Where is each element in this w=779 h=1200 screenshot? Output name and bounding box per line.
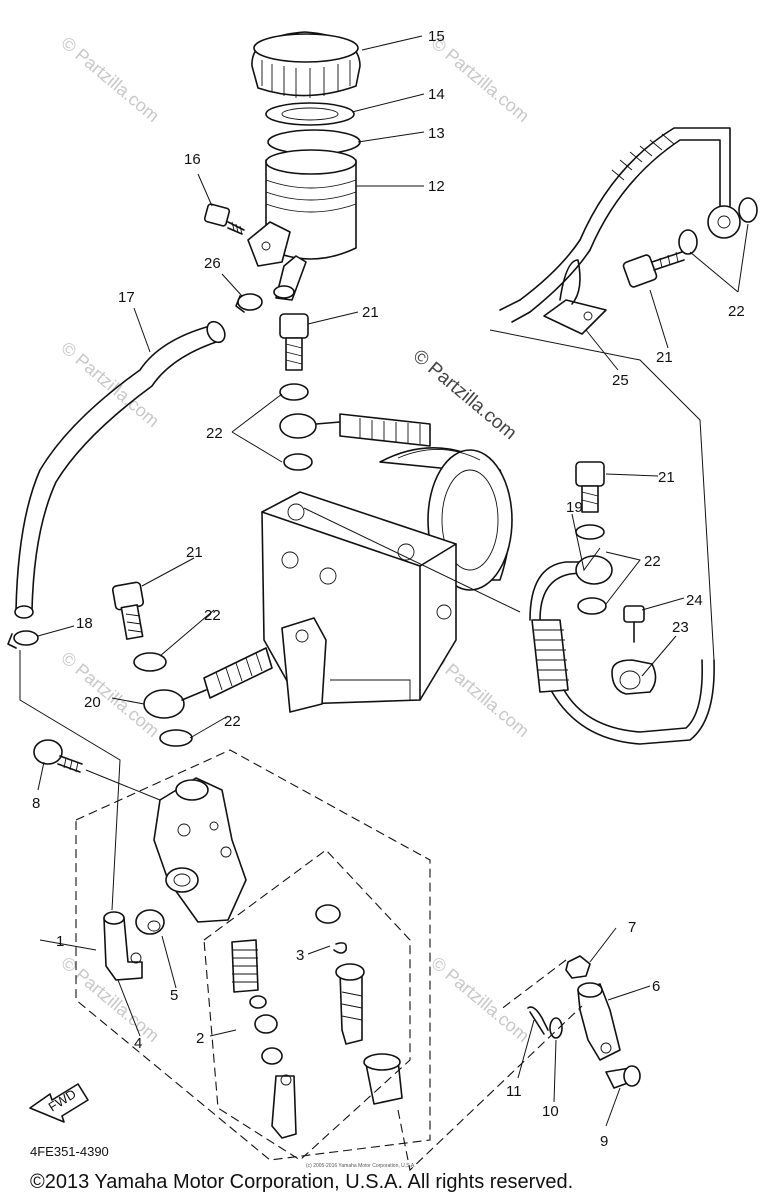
- master-cylinder: [153, 777, 247, 923]
- callout-17: 17: [118, 289, 135, 306]
- bolt-16: [203, 203, 245, 235]
- callout-22: 22: [224, 713, 241, 730]
- bolt-24: [623, 605, 645, 643]
- callout-3: 3: [296, 947, 304, 964]
- group-outline-conn: [397, 959, 583, 1172]
- fwd-arrow: FWD: [29, 1083, 89, 1123]
- callout-22: 22: [644, 553, 661, 570]
- callout-16: 16: [184, 151, 201, 168]
- callout-7: 7: [628, 919, 636, 936]
- hydraulic-unit: [261, 447, 513, 713]
- callout-2: 2: [196, 1030, 204, 1047]
- group-outline-2: [203, 849, 411, 1161]
- callout-11: 11: [506, 1083, 522, 1100]
- cotter-pin-11: [527, 1006, 549, 1035]
- callout-18: 18: [76, 615, 93, 632]
- watermark-faint: © Partzilla.com: [427, 33, 533, 126]
- callout-21: 21: [362, 304, 379, 321]
- callout-24: 24: [686, 592, 703, 609]
- clamp-18: [7, 630, 39, 649]
- watermark-faint: © Partzilla.com: [427, 953, 533, 1046]
- elbow-fitting-4: [103, 911, 143, 981]
- hose-17: [14, 320, 226, 619]
- bolt-21-left: [111, 581, 145, 640]
- callout-19: 19: [566, 499, 583, 516]
- callout-5: 5: [170, 987, 178, 1004]
- callout-15: 15: [428, 28, 445, 45]
- bolt-21-right: [575, 461, 605, 513]
- callout-22: 22: [728, 303, 745, 320]
- callout-22: 22: [206, 425, 223, 442]
- callout-numbers: 15 14 13 12 16 26 17 21 22 21 22 20 22 1…: [32, 28, 745, 1150]
- banjo-fitting-20: [133, 647, 273, 747]
- piston-kit: [231, 904, 403, 1139]
- group-outline-1: [75, 749, 431, 1161]
- callout-21: 21: [658, 469, 675, 486]
- cap-5: [135, 909, 165, 935]
- callout-8: 8: [32, 795, 40, 812]
- watermark-faint: © Partzilla.com: [57, 338, 163, 431]
- clamp-26: [235, 293, 263, 313]
- callout-23: 23: [672, 619, 689, 636]
- leader-lines: [19, 35, 749, 1127]
- nut-7: [565, 955, 591, 979]
- callout-1: 1: [56, 933, 64, 950]
- callout-14: 14: [428, 86, 445, 103]
- callout-10: 10: [542, 1103, 559, 1120]
- callout-9: 9: [600, 1133, 608, 1150]
- callout-22: 22: [204, 607, 221, 624]
- diagram-code: 4FE351-4390: [30, 1144, 109, 1159]
- reservoir-assembly: [247, 31, 361, 301]
- clevis-6: [577, 982, 621, 1061]
- copyright-notice: ©2013 Yamaha Motor Corporation, U.S.A. A…: [30, 1171, 573, 1193]
- pin-9: [605, 1065, 641, 1089]
- brake-hose-lower: [489, 329, 715, 745]
- watermark-faint: © Partzilla.com: [57, 33, 163, 126]
- callout-13: 13: [428, 125, 445, 142]
- callout-21: 21: [656, 349, 673, 366]
- callout-12: 12: [428, 178, 445, 195]
- callout-4: 4: [134, 1035, 142, 1052]
- fine-print: (c) 2005-2016 Yamaha Motor Corporation, …: [306, 1163, 416, 1169]
- bolt-21-top: [279, 313, 309, 371]
- callout-20: 20: [84, 694, 101, 711]
- callout-25: 25: [612, 372, 629, 389]
- callout-21: 21: [186, 544, 203, 561]
- callout-26: 26: [204, 255, 221, 272]
- bolt-8: [33, 739, 83, 773]
- callout-6: 6: [652, 978, 660, 995]
- brake-hose-19: [499, 127, 758, 335]
- clamp-23: [611, 659, 657, 695]
- banjo-fitting-upper: [279, 383, 431, 471]
